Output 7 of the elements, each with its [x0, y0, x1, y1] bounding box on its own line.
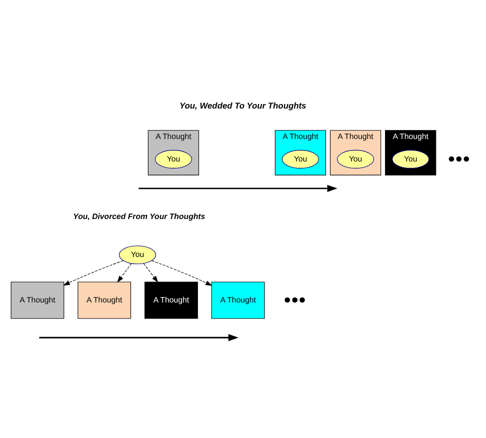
arrow — [63, 260, 124, 286]
arrow — [152, 260, 212, 286]
arrow — [117, 262, 132, 282]
diagram-title: You, Wedded To Your Thoughts — [180, 100, 306, 110]
arrow — [143, 262, 158, 282]
label: ●●● — [448, 150, 470, 165]
label: ●●● — [284, 292, 306, 306]
